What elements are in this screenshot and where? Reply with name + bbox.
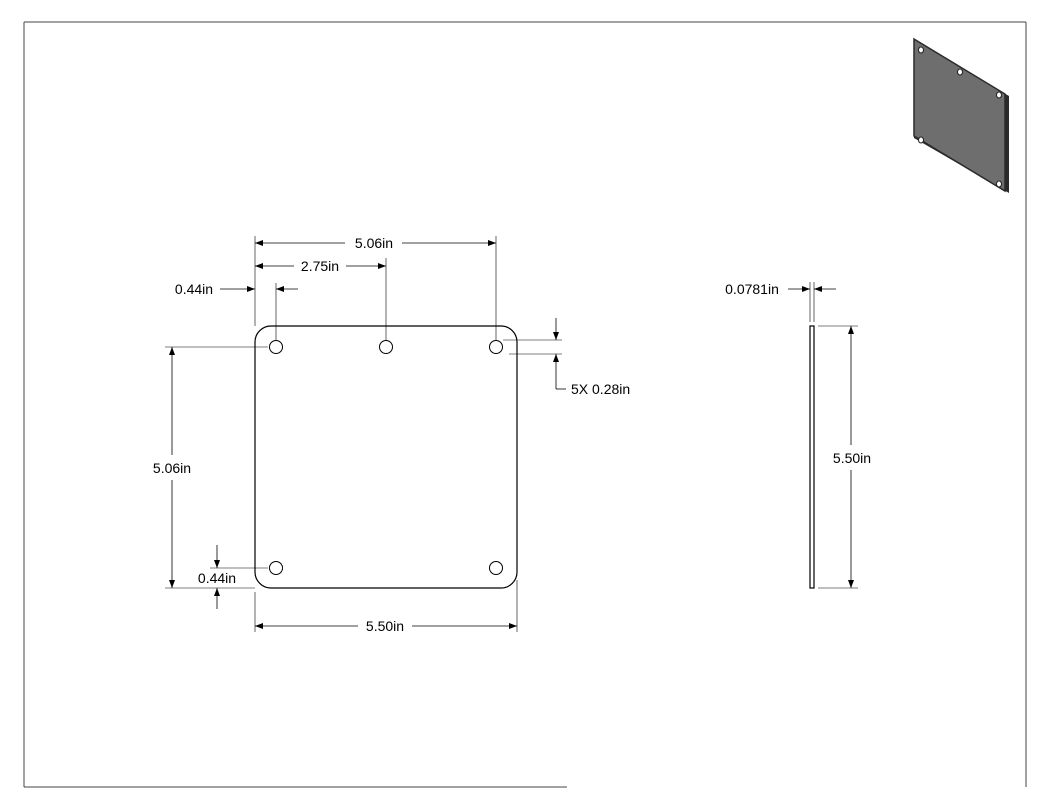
front-view	[254, 325, 518, 589]
dim-bottom-width-label: 5.50in	[366, 618, 404, 634]
dim-left-offset-label: 0.44in	[175, 281, 213, 297]
dim-thickness-label: 0.0781in	[725, 281, 779, 297]
hole-bottom-left	[269, 561, 283, 575]
plate-isometric-icon	[913, 37, 1009, 193]
dim-top-overall-label: 5.06in	[355, 235, 393, 251]
dim-left-height: 5.06in	[153, 346, 268, 589]
hole-bottom-right	[489, 561, 503, 575]
hole-top-right	[489, 340, 503, 354]
dim-left-height-label: 5.06in	[153, 460, 191, 476]
sheet-border	[23, 21, 1027, 788]
dim-thickness: 0.0781in	[725, 281, 836, 322]
dim-bottom-width: 5.50in	[254, 580, 518, 634]
side-profile	[809, 325, 815, 589]
dim-bottom-offset-label: 0.44in	[198, 570, 236, 586]
dim-hole-callout: 5X 0.28in	[503, 318, 630, 397]
dim-side-height: 5.50in	[818, 325, 871, 589]
dim-top-center-label: 2.75in	[301, 258, 339, 274]
plate-outline	[254, 325, 518, 589]
hole-top-center	[379, 340, 393, 354]
dim-bottom-offset: 0.44in	[198, 545, 268, 609]
dim-hole-callout-label: 5X 0.28in	[571, 381, 630, 397]
hole-top-left	[269, 340, 283, 354]
dim-left-offset: 0.44in	[175, 281, 298, 340]
dim-top-overall: 5.06in	[254, 235, 497, 340]
dim-side-height-label: 5.50in	[833, 450, 871, 466]
side-view	[809, 325, 815, 589]
dim-top-center: 2.75in	[255, 258, 387, 340]
